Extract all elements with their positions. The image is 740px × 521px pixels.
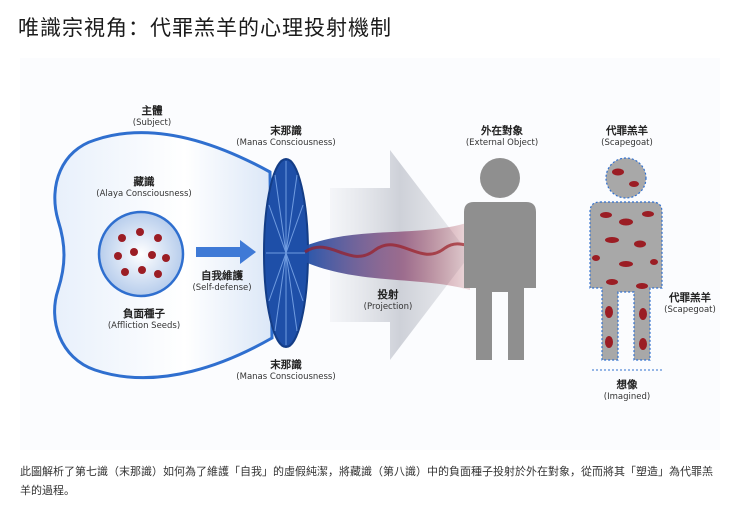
label-projection: 投射(Projection) xyxy=(363,289,413,312)
label-scapegoat-side: 代罪羔羊(Scapegoat) xyxy=(664,292,716,315)
label-self-defense: 自我維護(Self-defense) xyxy=(192,270,252,293)
projection-beam xyxy=(305,222,470,290)
label-manas-top: 末那識(Manas Consciousness) xyxy=(236,125,336,148)
label-imagined: 想像(Imagined) xyxy=(603,379,651,402)
seed-dots xyxy=(114,228,170,278)
label-alaya: 藏識(Alaya Consciousness) xyxy=(96,176,192,199)
self-defense-arrow xyxy=(196,240,256,264)
lens-spokes xyxy=(266,161,306,345)
scapegoat-figure xyxy=(589,157,663,361)
label-scapegoat-top: 代罪羔羊(Scapegoat) xyxy=(601,125,653,148)
label-manas-bottom: 末那識(Manas Consciousness) xyxy=(236,359,336,382)
figure-caption: 此圖解析了第七識（末那識）如何為了維護「自我」的虛假純潔，將藏識（第八識）中的負… xyxy=(20,465,713,497)
label-affliction-seeds: 負面種子(Affliction Seeds) xyxy=(107,308,181,331)
projection-wave xyxy=(304,242,481,258)
page-title: 唯識宗視角：代罪羔羊的心理投射機制 xyxy=(18,16,392,40)
label-subject: 主體(Subject) xyxy=(132,105,172,128)
external-object-figure xyxy=(464,158,536,360)
label-external-object: 外在對象(External Object) xyxy=(465,125,539,148)
affliction-seeds-circle xyxy=(97,210,185,298)
